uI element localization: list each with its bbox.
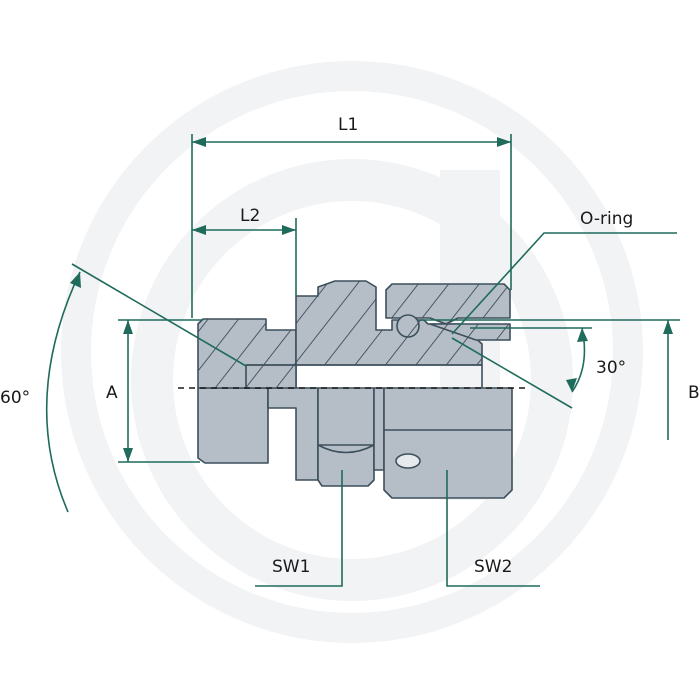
sw1-hex <box>317 387 375 487</box>
sw1-leader <box>255 470 343 587</box>
sw2-nut-section <box>385 283 511 325</box>
nut-hole <box>395 453 421 469</box>
sw2-leader <box>446 470 540 587</box>
b-label: B <box>688 383 700 403</box>
l1-label: L1 <box>338 115 358 135</box>
fitting-body <box>197 280 513 499</box>
sw2-nut <box>383 387 513 499</box>
l2-label: L2 <box>240 206 260 226</box>
male-thread-lower <box>197 387 269 464</box>
angle-60-label: 60° <box>0 388 30 408</box>
o-ring <box>396 314 420 338</box>
body-lower <box>267 387 319 481</box>
arrowheads <box>70 137 673 462</box>
a-label: A <box>106 383 118 403</box>
oring-leader <box>451 232 677 335</box>
dimension-lines <box>45 134 680 587</box>
oring-label: O-ring <box>580 209 633 229</box>
angle-60-arc <box>45 271 81 513</box>
sw1-label: SW1 <box>272 557 310 577</box>
sw2-label: SW2 <box>474 557 512 577</box>
angle-30-label: 30° <box>596 358 626 378</box>
